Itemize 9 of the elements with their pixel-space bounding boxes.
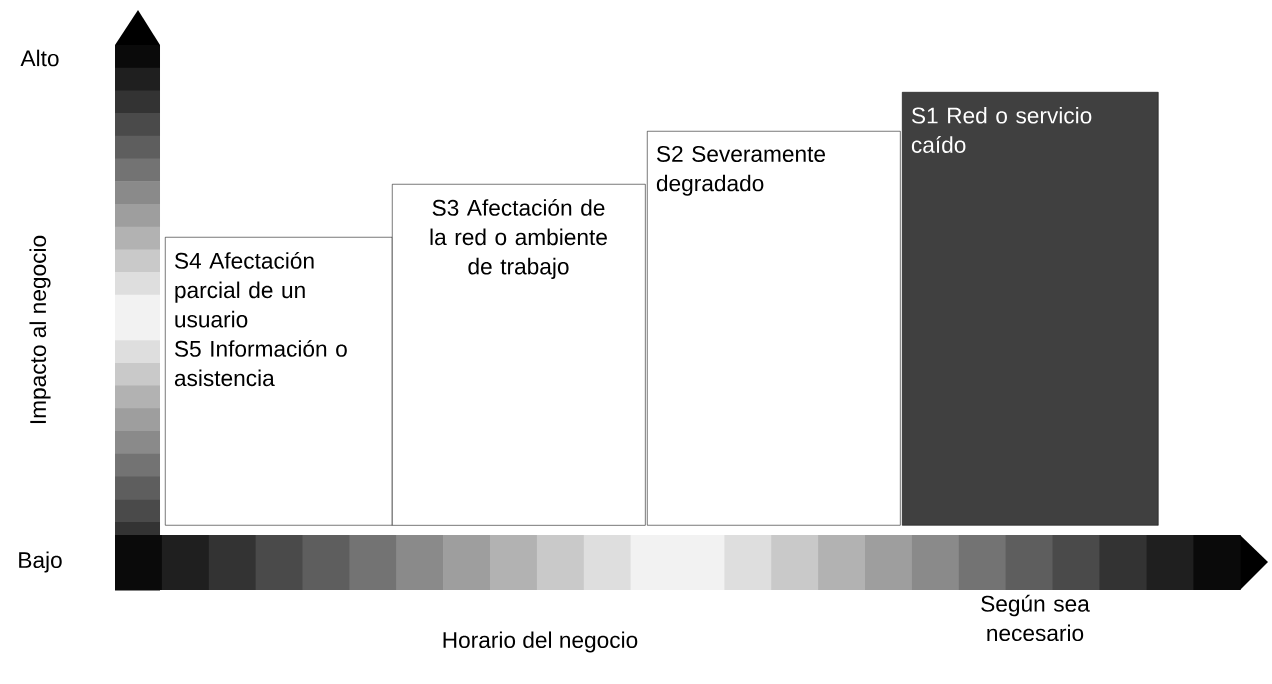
axis-title: Horario del negocio [443, 631, 638, 653]
axis-title: Impacto al negocio [29, 235, 51, 424]
axis-label: Según sea necesario [981, 594, 1090, 642]
severity-box: S3 Afectación de la red o ambiente de trabajo [392, 184, 646, 526]
severity-box: S2 Severamente degradado [647, 131, 901, 526]
severity-box: S1 Red o servicio caído [902, 92, 1159, 526]
axis-label: Bajo [19, 551, 62, 573]
severity-box: S4 Afectación parcial de un usuario S5 Información o asistencia [165, 237, 393, 526]
axis-label: Alto [20, 49, 59, 67]
